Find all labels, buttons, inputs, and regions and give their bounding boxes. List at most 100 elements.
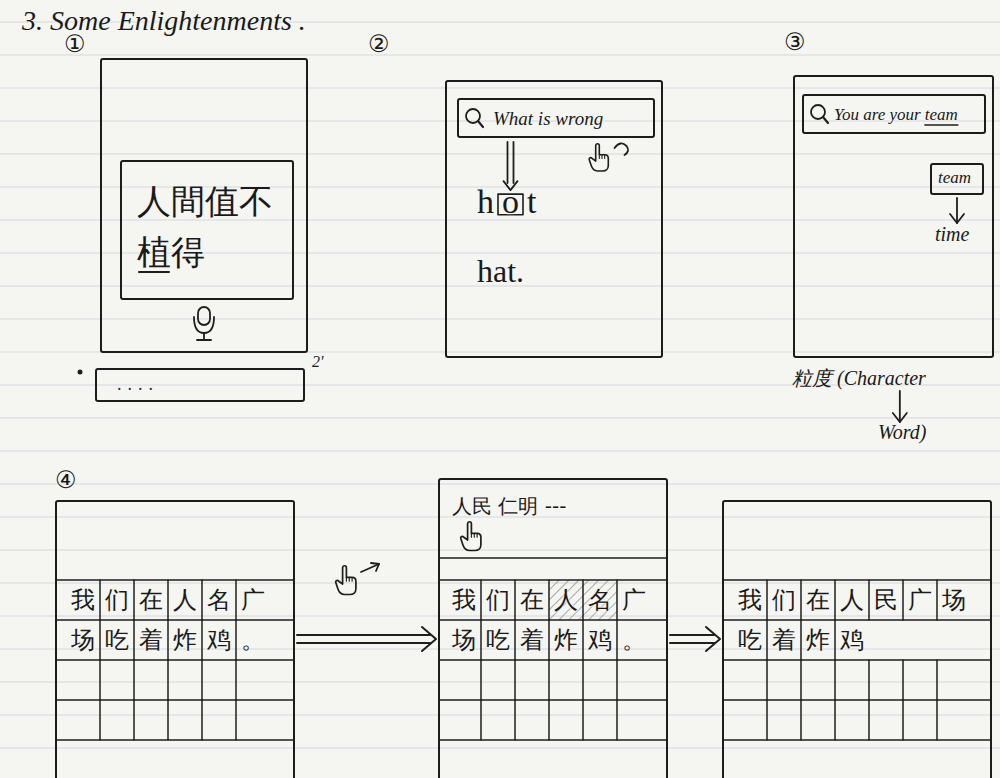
keyboard-grid <box>440 619 666 621</box>
keyboard-grid <box>582 700 584 740</box>
hand-finger-lines <box>346 577 352 581</box>
callout-number: ③ <box>784 28 806 57</box>
magnifier-icon <box>478 121 483 127</box>
keyboard-grid <box>936 700 938 740</box>
ruled-line <box>0 418 1000 419</box>
hand-icon <box>461 522 481 551</box>
keyboard-grid <box>616 700 618 740</box>
pointer-arrow <box>507 142 509 183</box>
keyboard-grid <box>834 700 836 740</box>
pointer-arrow <box>956 198 958 223</box>
keyboard-grid <box>440 739 666 741</box>
candidate-list: 人民 仁明 --- <box>452 494 566 518</box>
pointer-arrow <box>893 413 907 422</box>
input-sentence: 我们在人名广场吃着炸鸡。 <box>71 580 279 660</box>
search-text: You are your team <box>834 105 958 125</box>
ruled-line <box>0 583 1000 584</box>
swipe-arrow <box>670 627 720 651</box>
typed-word: hot <box>477 182 544 223</box>
gesture-mark <box>371 563 379 571</box>
keyboard-grid <box>201 660 203 700</box>
keyboard-grid <box>766 660 768 700</box>
keyboard-grid <box>902 660 904 700</box>
pointer-arrow <box>513 142 515 183</box>
keyboard-grid <box>201 700 203 740</box>
keyboard-grid <box>57 659 293 661</box>
input-sentence: 我们在人民广场吃着炸鸡 <box>738 580 980 660</box>
keyboard-grid <box>548 660 550 700</box>
ruled-line <box>0 154 1000 155</box>
time-note: 2' <box>312 352 323 371</box>
phone-frame: 人間值不植得 <box>100 58 308 353</box>
phone-frame: 我们在人名广场吃着炸鸡。 <box>55 500 295 778</box>
keyboard-grid <box>480 660 482 700</box>
search-bar: You are your team <box>802 94 986 134</box>
phone-frame: timeYou are your teamteam <box>793 75 994 358</box>
note-text: 粒度 (Character <box>792 366 926 390</box>
keyboard-grid <box>57 739 293 741</box>
sketch-drawing <box>57 105 990 740</box>
keyboard-grid <box>133 660 135 700</box>
keyboard-grid <box>800 700 802 740</box>
microphone-icon <box>194 317 214 333</box>
search-bar: What is wrong <box>457 98 655 138</box>
input-sentence: 我们在人名广场吃着炸鸡。 <box>452 580 660 660</box>
keyboard-grid <box>440 579 666 581</box>
keyboard-grid <box>902 700 904 740</box>
keyboard-grid <box>57 699 293 701</box>
text-box: 人間值不植得 <box>120 160 294 300</box>
ruled-line <box>0 451 1000 452</box>
ruled-paper <box>0 22 1000 748</box>
gesture-mark <box>361 564 379 572</box>
callout-number: ② <box>368 30 390 59</box>
ink-dot <box>78 370 83 375</box>
keyboard-grid <box>133 700 135 740</box>
ruled-line <box>0 748 1000 749</box>
callout-number: ① <box>64 30 86 59</box>
hand-outline <box>461 522 481 551</box>
hand-outline <box>589 144 608 171</box>
keyboard-grid <box>582 660 584 700</box>
phone-frame: 我们在人民广场吃着炸鸡 <box>722 500 992 778</box>
hand-icon <box>336 566 356 595</box>
note-text: Word) <box>878 420 927 444</box>
suggested-word: hat. <box>477 252 524 290</box>
arrow-line <box>670 634 714 636</box>
keyboard-grid <box>724 699 990 701</box>
keyboard-grid <box>57 579 293 581</box>
keyboard-grid <box>868 700 870 740</box>
keyboard-grid <box>724 739 990 741</box>
keyboard-grid <box>548 700 550 740</box>
keyboard-grid <box>440 699 666 701</box>
underline-mark <box>139 271 169 273</box>
ruled-line <box>0 616 1000 617</box>
keyboard-grid <box>724 659 990 661</box>
keyboard-grid <box>167 700 169 740</box>
underline-mark <box>925 124 958 125</box>
microphone-icon <box>198 307 210 325</box>
keyboard-grid <box>800 660 802 700</box>
pointer-arrow <box>899 391 901 422</box>
ruled-line <box>0 484 1000 485</box>
keyboard-grid <box>235 700 237 740</box>
input-bar: .... <box>95 368 305 402</box>
keyboard-grid <box>724 619 990 621</box>
keyboard-grid <box>235 660 237 700</box>
swipe-arrow <box>297 627 436 651</box>
recognized-text: 人間值不植得 <box>137 176 277 278</box>
ruled-line <box>0 88 1000 89</box>
search-text: What is wrong <box>493 108 603 131</box>
ruled-line <box>0 55 1000 56</box>
ruled-line <box>0 682 1000 683</box>
keyboard-grid <box>99 700 101 740</box>
ruled-line <box>0 715 1000 716</box>
keyboard-grid <box>167 660 169 700</box>
ruled-line <box>0 319 1000 320</box>
gesture-mark <box>615 143 629 155</box>
keyboard-grid <box>724 579 990 581</box>
keyboard-grid <box>99 660 101 700</box>
keyboard-grid <box>834 660 836 700</box>
keyboard-grid <box>868 660 870 700</box>
hand-finger-lines <box>471 533 477 537</box>
